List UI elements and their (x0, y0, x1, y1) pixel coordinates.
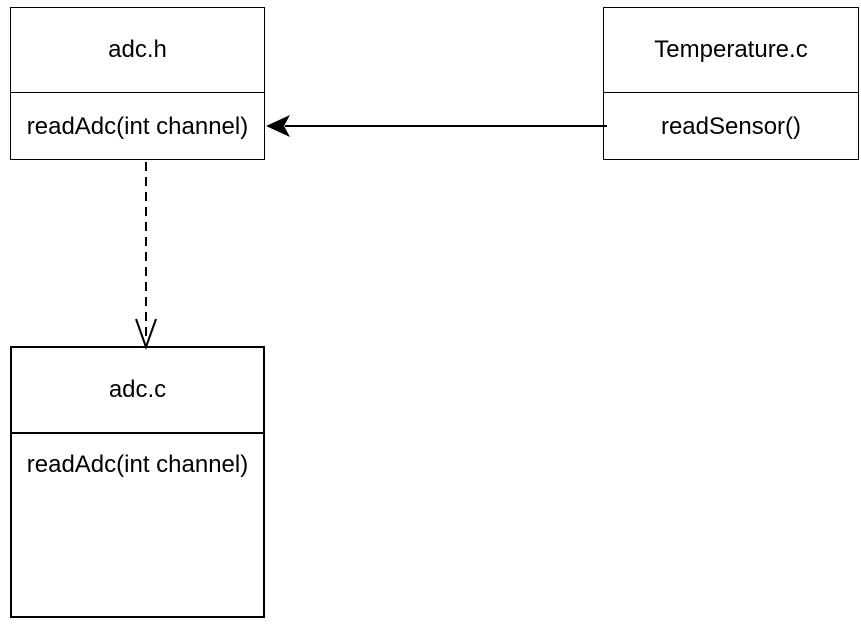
class-name-adc-c: adc.c (108, 376, 167, 403)
dependency-arrow[interactable] (135, 162, 157, 350)
class-name-temperature-c: Temperature.c (654, 36, 808, 63)
compartment-divider (604, 92, 858, 93)
open-arrowhead-icon (135, 318, 157, 350)
class-box-adc-h[interactable]: adc.h readAdc(int channel) (10, 7, 265, 160)
filled-arrowhead-icon (266, 115, 290, 137)
method-read-sensor: readSensor() (660, 113, 802, 140)
association-arrow[interactable] (266, 115, 607, 137)
class-name-adc-h: adc.h (108, 36, 167, 63)
class-box-temperature-c[interactable]: Temperature.c readSensor() (603, 7, 859, 160)
class-box-adc-c[interactable]: adc.c readAdc(int channel) (10, 346, 265, 618)
compartment-divider (12, 432, 263, 434)
compartment-divider (11, 92, 264, 93)
method-read-adc: readAdc(int channel) (26, 113, 249, 140)
method-read-adc: readAdc(int channel) (26, 451, 249, 478)
